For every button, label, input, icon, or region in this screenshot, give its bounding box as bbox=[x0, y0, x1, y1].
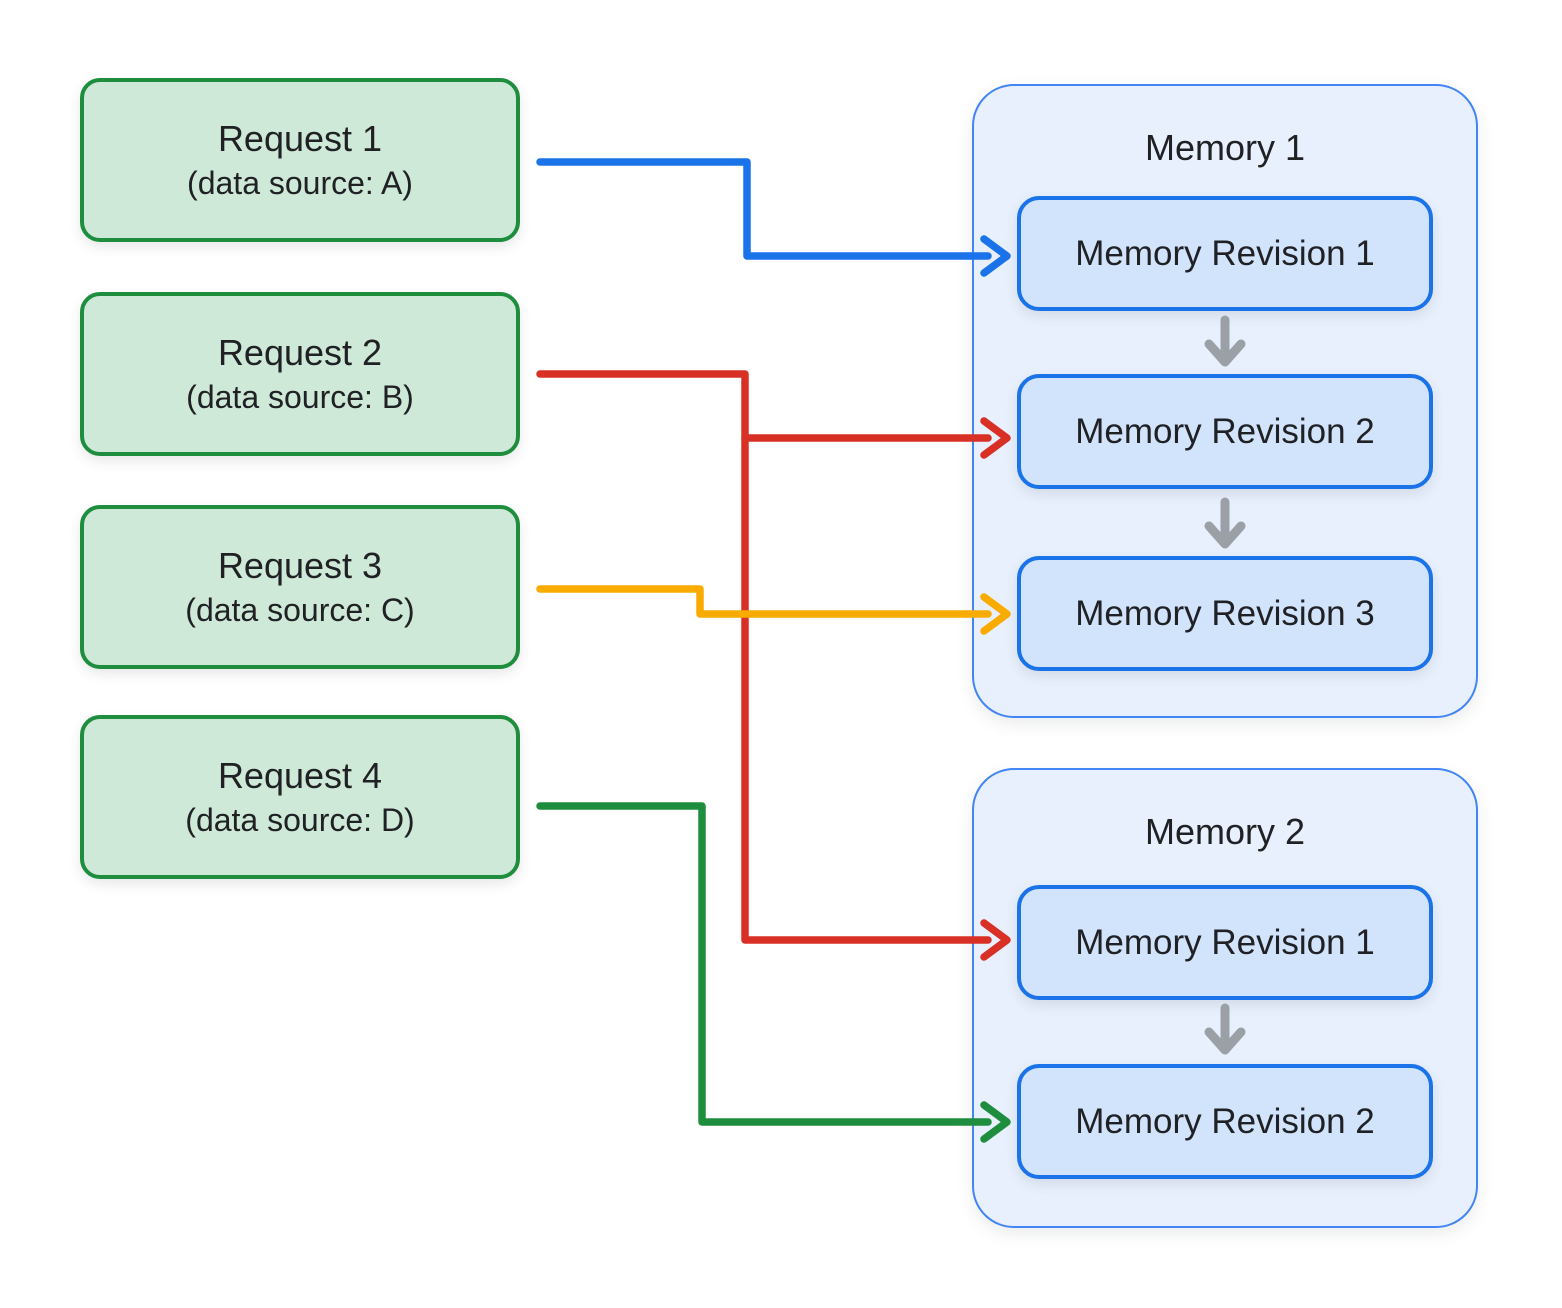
memory-2-title: Memory 2 bbox=[1144, 811, 1306, 852]
request-1-label: Request 1 bbox=[217, 118, 383, 159]
request-3-sublabel: (data source: C) bbox=[185, 592, 415, 628]
request-1-box: Request 1 (data source: A) bbox=[80, 78, 520, 242]
connector-request-1-to-memory-1-revision-1 bbox=[536, 158, 1011, 277]
memory-1-title: Memory 1 bbox=[1144, 127, 1306, 168]
memory-1-revision-3-label: Memory Revision 3 bbox=[1075, 593, 1375, 633]
memory-2-revision-2-box: Memory Revision 2 bbox=[1017, 1064, 1433, 1179]
memory-1-revision-2-label: Memory Revision 2 bbox=[1075, 411, 1375, 451]
request-4-box: Request 4 (data source: D) bbox=[80, 715, 520, 879]
connector-request-4-to-memory-2-revision-2 bbox=[536, 802, 1011, 1143]
connector-request-3-to-memory-1-revision-3 bbox=[536, 585, 1011, 635]
request-1-sublabel: (data source: A) bbox=[187, 165, 413, 201]
memory-2-revision-1-label: Memory Revision 1 bbox=[1075, 922, 1375, 962]
memory-1-revision-3-box: Memory Revision 3 bbox=[1017, 556, 1433, 671]
memory-1-revision-2-box: Memory Revision 2 bbox=[1017, 374, 1433, 489]
request-4-label: Request 4 bbox=[217, 755, 383, 796]
connector-request-2-to-memory-1-revision-2-and-memory-2-revision-1 bbox=[536, 370, 1011, 961]
memory-1-revision-1-label: Memory Revision 1 bbox=[1075, 233, 1375, 273]
memory-2-revision-1-box: Memory Revision 1 bbox=[1017, 885, 1433, 1000]
request-3-box: Request 3 (data source: C) bbox=[80, 505, 520, 669]
memory-2-revision-2-label: Memory Revision 2 bbox=[1075, 1101, 1375, 1141]
request-2-label: Request 2 bbox=[217, 332, 383, 373]
memory-1-revision-1-box: Memory Revision 1 bbox=[1017, 196, 1433, 311]
request-4-sublabel: (data source: D) bbox=[185, 802, 415, 838]
request-2-sublabel: (data source: B) bbox=[186, 379, 414, 415]
request-2-box: Request 2 (data source: B) bbox=[80, 292, 520, 456]
request-3-label: Request 3 bbox=[217, 545, 383, 586]
